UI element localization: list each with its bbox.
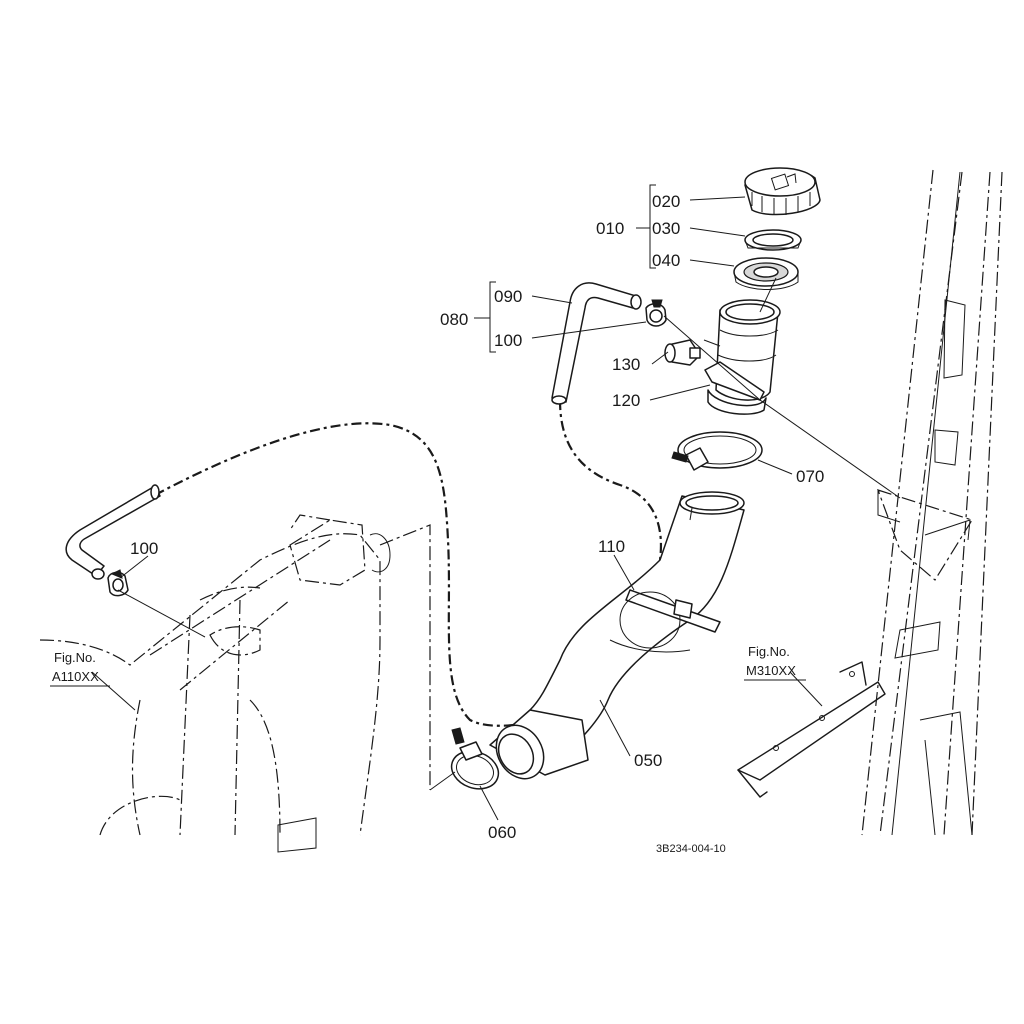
callout-130: 130 — [612, 355, 640, 374]
assembly-bracket-010 — [636, 184, 656, 269]
breather-hose-090 — [551, 282, 642, 405]
wire-clamp-060 — [450, 727, 500, 790]
callout-040: 040 — [652, 251, 680, 270]
callout-060: 060 — [488, 823, 516, 842]
cable-tie-110 — [619, 589, 721, 649]
callout-050: 050 — [634, 751, 662, 770]
callout-010: 010 — [596, 219, 624, 238]
callout-080: 080 — [440, 310, 468, 329]
ref-right-fig-code: M310XX — [746, 663, 796, 678]
fitting-130 — [664, 339, 701, 366]
filler-neck-120 — [703, 299, 781, 415]
fuel-pump-icon — [770, 173, 797, 191]
callout-070: 070 — [796, 467, 824, 486]
band-clamp-070 — [671, 431, 763, 471]
diagram-code: 3B234-004-10 — [656, 843, 726, 855]
breather-hose-left — [65, 484, 161, 580]
callout-100-top: 100 — [494, 331, 522, 350]
callout-030: 030 — [652, 219, 680, 238]
callout-090: 090 — [494, 287, 522, 306]
ref-left-fig-code: A110XX — [52, 669, 99, 684]
leader-lines — [91, 196, 901, 821]
hose-clamp-100-top — [645, 299, 667, 327]
ref-right-fig-title: Fig.No. — [748, 644, 790, 659]
bracket-plate — [737, 661, 886, 798]
assembly-bracket-080 — [474, 281, 496, 353]
gasket-030 — [744, 229, 802, 251]
breather-line — [154, 422, 546, 727]
hose-clamp-100-left — [107, 569, 129, 597]
callout-120: 120 — [612, 391, 640, 410]
fuel-tank-reference — [39, 514, 431, 853]
inner-ring-040 — [733, 257, 799, 290]
fuel-cap-020 — [744, 167, 821, 216]
callout-020: 020 — [652, 192, 680, 211]
breather-line-upper — [558, 399, 662, 561]
ref-left-fig-title: Fig.No. — [54, 650, 96, 665]
callout-100-left: 100 — [130, 539, 158, 558]
filler-hose-050 — [489, 491, 745, 780]
frame-reference — [861, 169, 1003, 836]
callout-110: 110 — [598, 537, 625, 556]
